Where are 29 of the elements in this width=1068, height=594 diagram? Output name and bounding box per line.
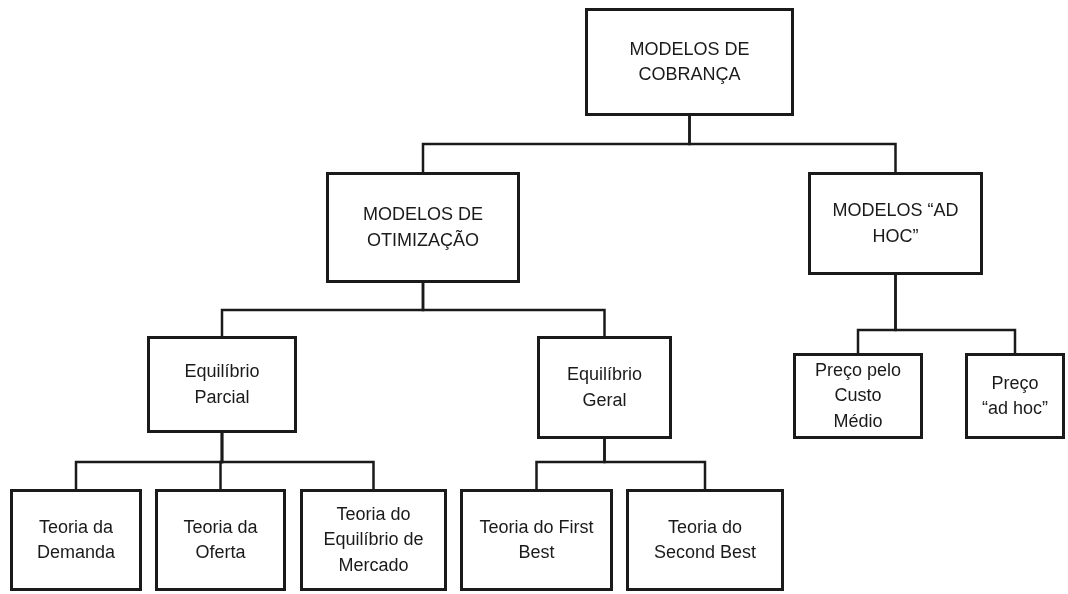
box-label: Equilíbrio Geral [565,363,643,412]
box-label: Teoria do Equilíbrio de Mercado [322,503,425,577]
box-label: Teoria da Oferta [182,515,259,564]
category-box [300,489,447,591]
connector-line [421,283,606,336]
connector-line [688,116,897,172]
box-label: Teoria da Demanda [35,515,116,564]
category-box [147,336,297,433]
connector-line [894,275,1017,353]
box-label: Teoria do First Best [478,515,595,564]
box-label: Equilíbrio Parcial [183,360,261,409]
category-box [155,489,286,591]
category-box [10,489,142,591]
box-label: Preço “ad hoc” [980,371,1049,420]
connector-line [220,433,375,489]
box-label: Preço pelo Custo Médio [813,359,903,433]
connector-line [603,439,707,489]
box-label: Teoria do Second Best [652,515,758,564]
category-box [326,172,520,283]
category-box [808,172,983,275]
category-box [460,489,613,591]
box-label: MODELOS DE OTIMIZAÇÃO [362,203,484,252]
box-label: MODELOS “AD HOC” [831,199,960,248]
box-label: MODELOS DE COBRANÇA [628,37,751,86]
category-box [585,8,794,116]
category-box [626,489,784,591]
category-box [965,353,1065,439]
category-box [537,336,672,439]
category-box [793,353,923,439]
